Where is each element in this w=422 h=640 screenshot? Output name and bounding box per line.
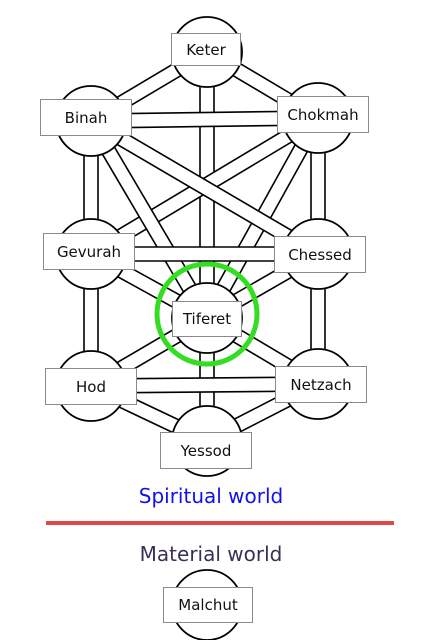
hod-node: Hod (45, 368, 137, 405)
binah-node: Binah (40, 99, 132, 136)
world-divider (46, 521, 394, 525)
material-world-label: Material world (139, 542, 283, 566)
tiferet-highlight-ring (154, 261, 260, 367)
chessed-node: Chessed (274, 236, 366, 273)
gevurah-node: Gevurah (43, 233, 135, 270)
spiritual-world-label: Spiritual world (138, 484, 284, 508)
chokmah-node: Chokmah (277, 96, 369, 133)
yessod-node: Yessod (160, 432, 252, 469)
tiferet-node: Tiferet (172, 301, 242, 337)
netzach-node: Netzach (275, 366, 367, 403)
keter-node: Keter (171, 33, 241, 66)
malchut-node: Malchut (163, 587, 253, 623)
